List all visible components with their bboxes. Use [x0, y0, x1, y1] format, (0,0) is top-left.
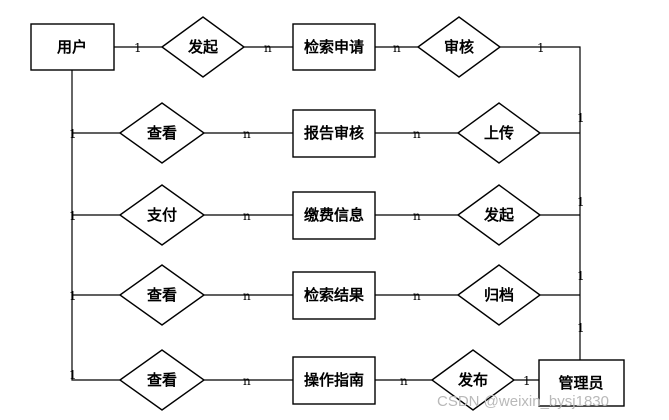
entity-label: 检索结果 — [304, 286, 365, 304]
card-label: n — [243, 209, 251, 223]
entity-label: 操作指南 — [304, 371, 364, 389]
card-label: 1 — [577, 321, 585, 335]
entity-report-review: 报告审核 — [292, 109, 376, 158]
card-label: n — [413, 289, 421, 303]
relation-label: 发起 — [187, 38, 219, 56]
card-label: n — [400, 374, 408, 388]
relation-view-result: 查看 — [118, 264, 206, 326]
card-label: 1 — [577, 111, 585, 125]
entity-label: 用户 — [57, 38, 87, 56]
cardinality-labels: 1 n n 1 1 n n 1 1 n n 1 1 n n 1 1 1 n n … — [69, 41, 585, 388]
relation-label: 支付 — [146, 206, 177, 224]
card-label: n — [413, 209, 421, 223]
relation-upload: 上传 — [456, 102, 542, 164]
entity-label: 检索申请 — [304, 38, 364, 56]
entity-admin: 管理员 — [538, 359, 625, 407]
relation-label: 查看 — [147, 286, 177, 304]
entity-operation-guide: 操作指南 — [292, 356, 376, 405]
card-label: n — [413, 127, 421, 141]
relation-initiate-payment: 发起 — [456, 184, 542, 246]
card-label: n — [264, 41, 272, 55]
relation-label: 查看 — [147, 124, 177, 142]
entity-payment-info: 缴费信息 — [292, 191, 376, 240]
relation-view-report: 查看 — [118, 102, 206, 164]
relation-label: 查看 — [147, 371, 177, 389]
relation-review: 审核 — [416, 16, 502, 78]
card-label: n — [243, 127, 251, 141]
entity-label: 缴费信息 — [304, 206, 364, 224]
relation-label: 审核 — [444, 38, 474, 56]
entity-search-result: 检索结果 — [292, 271, 376, 320]
relation-label: 上传 — [484, 124, 514, 142]
card-label: 1 — [69, 209, 77, 223]
card-label: 1 — [69, 127, 77, 141]
card-label: n — [393, 41, 401, 55]
card-label: 1 — [134, 41, 142, 55]
card-label: 1 — [537, 41, 545, 55]
card-label: n — [243, 374, 251, 388]
relation-publish: 发布 — [430, 349, 516, 411]
card-label: 1 — [523, 374, 531, 388]
relation-pay: 支付 — [118, 184, 206, 246]
edges — [71, 46, 581, 381]
card-label: 1 — [577, 269, 585, 283]
relation-view-guide: 查看 — [118, 349, 206, 411]
card-label: n — [243, 289, 251, 303]
edge-review-admin — [500, 46, 581, 360]
entity-label: 报告审核 — [304, 124, 364, 142]
card-label: 1 — [69, 368, 77, 382]
relation-label: 归档 — [484, 286, 514, 304]
card-label: 1 — [69, 289, 77, 303]
entity-search-request: 检索申请 — [292, 23, 376, 71]
entity-user: 用户 — [30, 23, 115, 71]
relation-archive: 归档 — [456, 264, 542, 326]
relation-initiate-top: 发起 — [160, 16, 246, 78]
relation-label: 发布 — [457, 371, 488, 389]
card-label: 1 — [577, 195, 585, 209]
entity-label: 管理员 — [558, 374, 603, 392]
watermark-text: CSDN @weixin_bysj1830 — [437, 393, 609, 410]
relation-label: 发起 — [483, 206, 515, 224]
edge-user-trunk — [71, 70, 120, 381]
